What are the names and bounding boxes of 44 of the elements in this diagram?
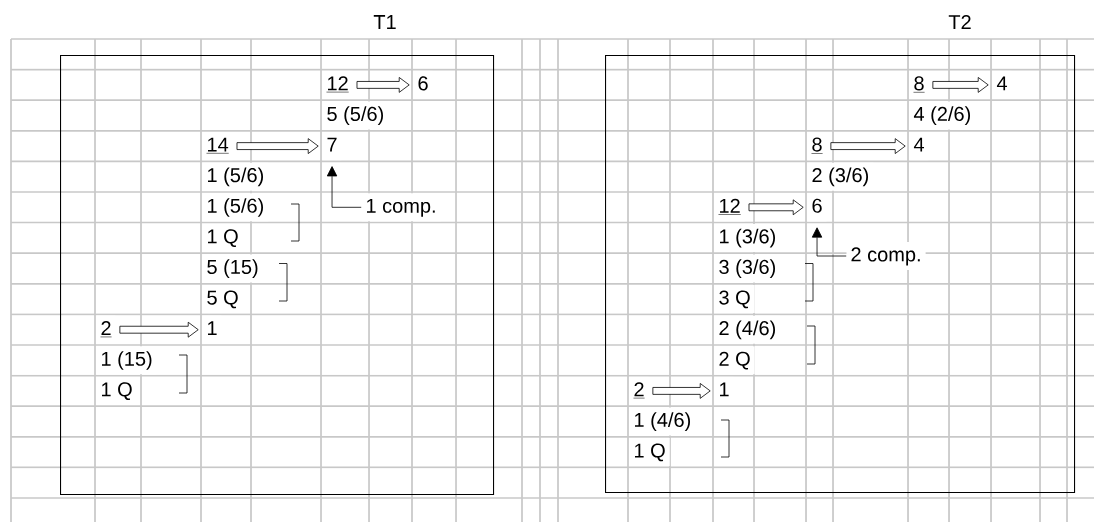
entry-text: 3 Q — [714, 285, 755, 314]
entry-text: 8 — [909, 70, 929, 99]
leader-arrow — [326, 166, 362, 208]
block-arrow — [652, 383, 711, 399]
entry-text: 1 (3/6) — [714, 223, 781, 252]
entry-text: 2 (3/6) — [807, 162, 874, 191]
entry-text: 4 (2/6) — [909, 101, 976, 130]
entry-text: 5 (5/6) — [322, 101, 389, 130]
entry-text: 2 (4/6) — [714, 315, 781, 344]
entry-text: 1 Q — [629, 438, 670, 467]
block-arrow — [119, 321, 199, 338]
entry-text: 6 — [807, 193, 827, 222]
block-arrow — [748, 199, 804, 216]
block-arrow — [932, 77, 989, 93]
annotation-text: 2 comp. — [846, 242, 926, 270]
leader-arrow — [811, 227, 847, 257]
entry-text: 1 (5/6) — [202, 193, 269, 222]
panel-title: T1 — [373, 15, 396, 29]
entry-text: 1 (5/6) — [202, 162, 269, 191]
annotation-text: 1 comp. — [361, 193, 441, 222]
entry-text: 3 (3/6) — [714, 254, 781, 283]
entry-text: 1 Q — [202, 223, 243, 252]
entry-text: 2 — [629, 376, 649, 405]
block-arrow — [830, 138, 906, 154]
entry-text: 5 (15) — [202, 254, 263, 283]
entry-text: 7 — [322, 132, 342, 161]
entry-text: 12 — [322, 70, 353, 99]
block-arrow — [356, 77, 410, 93]
entry-text: 4 — [909, 132, 929, 161]
entry-text: 12 — [714, 193, 745, 222]
panel-title: T2 — [948, 15, 971, 29]
entry-text: 14 — [202, 132, 233, 161]
entry-text: 5 Q — [202, 285, 243, 314]
entry-text: 2 Q — [714, 346, 755, 375]
entry-text: 6 — [413, 70, 433, 99]
entry-text: 1 — [202, 315, 222, 344]
entry-text: 1 (15) — [96, 346, 157, 375]
entry-text: 1 (4/6) — [629, 407, 696, 436]
entry-text: 1 Q — [96, 376, 137, 405]
block-arrow — [236, 138, 319, 154]
entry-text: 4 — [992, 70, 1012, 99]
entry-text: 2 — [96, 315, 116, 344]
entry-text: 1 — [714, 376, 734, 405]
entry-text: 8 — [807, 132, 827, 161]
